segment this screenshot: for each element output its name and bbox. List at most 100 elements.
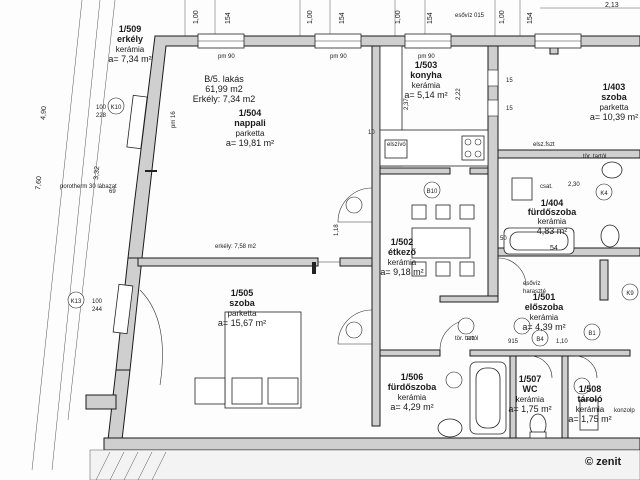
svg-text:WC: WC: [523, 384, 538, 394]
tag-k4: [595, 183, 613, 201]
top-dimension-ticks: [184, 0, 640, 36]
svg-text:a= 1,75 m²: a= 1,75 m²: [568, 414, 611, 424]
note-haraszte: haraszté: [523, 289, 547, 295]
tag-b1: [583, 323, 601, 341]
room-1-508: 1/508 tároló kerámia a= 1,75 m²: [568, 384, 611, 424]
svg-text:nappali: nappali: [234, 118, 266, 128]
tag-k10: [107, 97, 125, 115]
watermark-logo: © zenit: [585, 456, 622, 468]
dim-line: [51, 0, 101, 471]
element-tags: K10 K13 B10 B4 B1 K4 K9: [67, 97, 639, 395]
dim-237: 2,37: [404, 98, 410, 110]
door-swings: [318, 187, 598, 379]
apartment-area: 61,99 m2: [205, 84, 243, 94]
svg-text:1/502: 1/502: [391, 237, 414, 247]
note-esoviz: esővíz: [523, 281, 540, 287]
dim-100: 1,00: [307, 10, 314, 24]
dim-100: 100: [92, 299, 103, 305]
svg-text:a= 10,39 m²: a= 10,39 m²: [590, 112, 638, 122]
dim-244: 244: [92, 307, 103, 313]
svg-text:a= 19,81 m²: a= 19,81 m²: [226, 138, 274, 148]
svg-text:fürdőszoba: fürdőszoba: [528, 207, 577, 217]
dim-154: 154: [339, 12, 346, 24]
note-erkely-area: erkély: 7,58 m2: [215, 244, 257, 250]
tag-k13-label: K13: [71, 299, 82, 305]
tag-k9-label: K9: [626, 291, 634, 297]
dim-100: 100: [96, 105, 107, 111]
svg-text:1/501: 1/501: [533, 292, 556, 302]
svg-text:parketta: parketta: [600, 103, 629, 112]
dim-213: 2,13: [605, 2, 619, 9]
svg-text:fürdőszoba: fürdőszoba: [388, 382, 437, 392]
svg-text:kerámia: kerámia: [398, 393, 427, 402]
dim-50: 50: [500, 236, 507, 242]
dim-15: 15: [506, 106, 513, 112]
svg-text:parketta: parketta: [228, 309, 257, 318]
note-esoviz: esővíz 015: [455, 13, 485, 19]
note-elszivo: elszívó: [387, 142, 406, 148]
balcony-door: [112, 94, 163, 386]
dim-10: 10: [368, 130, 375, 136]
room-labels: 1/509 erkély kerámia a= 7,34 m² 1/504 na…: [108, 24, 638, 424]
tag-b10-label: B10: [427, 189, 438, 195]
apartment-name: B/5. lakás: [204, 74, 244, 84]
dim-100: 1,00: [499, 10, 506, 24]
dim-pm90: pm 90: [418, 54, 435, 60]
tag-k4-label: K4: [600, 191, 608, 197]
dining-table: [411, 204, 475, 277]
dim-pm16: pm 16: [171, 111, 177, 128]
note-tor-tarlo: tör. tartól: [455, 336, 478, 342]
svg-text:1/506: 1/506: [401, 372, 424, 382]
svg-text:1/505: 1/505: [231, 288, 254, 298]
room-1-502: 1/502 étkező kerámia a= 9,18 m²: [380, 237, 423, 277]
dim-154: 154: [527, 12, 534, 24]
room-1-501: 1/501 előszoba kerámia a= 4,39 m²: [522, 292, 565, 332]
svg-text:erkély: erkély: [117, 34, 143, 44]
dim-100: 1,00: [395, 10, 402, 24]
svg-text:étkező: étkező: [388, 247, 417, 257]
dim-line: [31, 0, 83, 471]
tag-b1-label: B1: [588, 331, 596, 337]
structural-marks: [145, 69, 499, 274]
dim-69: 69: [109, 189, 116, 195]
dim-154: 154: [225, 12, 232, 24]
svg-text:a= 7,34 m²: a= 7,34 m²: [108, 54, 151, 64]
bathtubs: [469, 227, 575, 435]
svg-text:4,83 m²: 4,83 m²: [537, 226, 568, 236]
tag-b10: [423, 181, 441, 199]
dim-760: 7,60: [35, 176, 43, 190]
dim-332: 3,32: [93, 166, 101, 180]
svg-text:konyha: konyha: [410, 70, 443, 80]
svg-text:1/507: 1/507: [519, 374, 542, 384]
dim-118: 1,18: [334, 224, 340, 236]
svg-text:tároló: tároló: [577, 394, 603, 404]
svg-text:parketta: parketta: [236, 129, 265, 138]
note-porotherm: porotherm 30 lábazat: [60, 184, 117, 190]
dim-154: 154: [427, 12, 434, 24]
dim-490: 4,90: [40, 106, 48, 120]
svg-text:szoba: szoba: [601, 92, 628, 102]
dim-pm90: pm 90: [330, 54, 347, 60]
svg-text:a= 1,75 m²: a= 1,75 m²: [508, 404, 551, 414]
svg-text:kerámia: kerámia: [388, 258, 417, 267]
room-1-506: 1/506 fürdőszoba kerámia a= 4,29 m²: [388, 372, 437, 412]
dimension-labels: 2,13 1,00 1,00 1,00 1,00 154 154 154 154…: [35, 2, 619, 345]
dim-110: 1,10: [556, 339, 568, 345]
apartment-header: B/5. lakás 61,99 m2 Erkély: 7,34 m2: [193, 74, 256, 104]
svg-text:1/509: 1/509: [119, 24, 142, 34]
dim-222: 2,22: [456, 88, 462, 100]
svg-text:kerámia: kerámia: [530, 313, 559, 322]
dim-line: [67, 0, 116, 421]
tag-k10-label: K10: [111, 105, 122, 111]
bottom-hatch: [89, 449, 640, 480]
dim-15: 15: [506, 78, 513, 84]
tag-k9: [621, 283, 639, 301]
svg-text:a= 9,18 m²: a= 9,18 m²: [380, 267, 423, 277]
tag-b4: [531, 329, 549, 347]
dim-915: 915: [508, 339, 519, 345]
room-1-404: 1/404 fürdőszoba kerámia 4,83 m²: [528, 198, 577, 236]
svg-text:a= 15,67 m²: a= 15,67 m²: [218, 318, 266, 328]
tag-k13: [67, 291, 85, 309]
